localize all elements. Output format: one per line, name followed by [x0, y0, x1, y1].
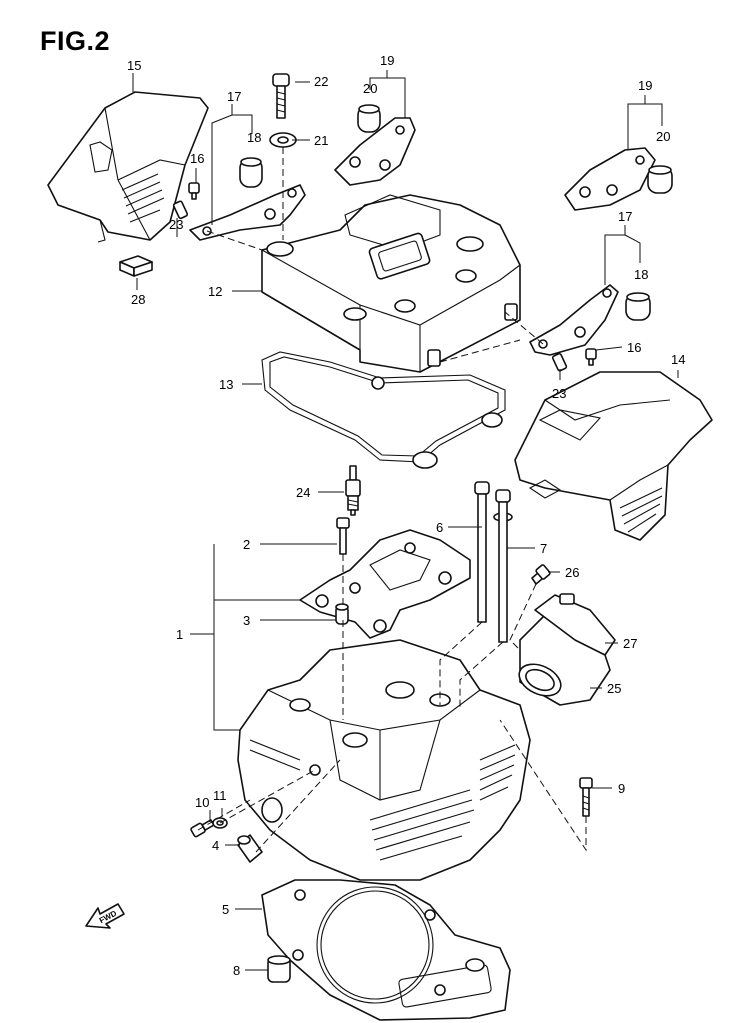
grommet-20-right — [647, 165, 673, 194]
bracket-19-right — [564, 147, 656, 211]
bolt-22 — [272, 73, 290, 119]
callout-19-top: 19 — [380, 53, 394, 68]
callout-21: 21 — [314, 133, 328, 148]
callout-16-left: 16 — [190, 151, 204, 166]
callout-23-left: 23 — [169, 217, 183, 232]
callout-23-right: 23 — [552, 386, 566, 401]
bolt-9 — [579, 777, 593, 817]
bracket-17-left — [189, 184, 306, 241]
callout-18-left: 18 — [247, 130, 261, 145]
assembly-dashed-lines — [197, 147, 587, 853]
callout-5: 5 — [222, 902, 229, 917]
callout-8: 8 — [233, 963, 240, 978]
side-cover-right — [514, 371, 713, 541]
callout-27: 27 — [623, 636, 637, 651]
callout-15: 15 — [127, 58, 141, 73]
callout-17-right: 17 — [618, 209, 632, 224]
callout-13: 13 — [219, 377, 233, 392]
callout-9: 9 — [618, 781, 625, 796]
callout-20-right: 20 — [656, 129, 670, 144]
callout-17-left: 17 — [227, 89, 241, 104]
grommet-20-top — [357, 104, 381, 133]
spark-plug-24 — [345, 465, 361, 516]
cylinder-head-cover — [261, 194, 521, 373]
bolt-16-left — [188, 182, 200, 200]
bracket-17-right — [529, 284, 619, 356]
callout-1: 1 — [176, 627, 183, 642]
callout-2: 2 — [243, 537, 250, 552]
small-block-part — [119, 255, 153, 277]
forward-direction-arrow-icon: FWD — [85, 903, 125, 929]
long-bolt-7 — [493, 489, 513, 643]
bracket-19-top — [334, 117, 416, 186]
camshaft-holder — [299, 529, 471, 639]
bolt-2 — [336, 517, 350, 555]
leader-lines — [132, 70, 679, 971]
callout-11: 11 — [213, 788, 227, 803]
clamp-27 — [534, 593, 616, 656]
callout-28: 28 — [131, 292, 145, 307]
dowel-4 — [237, 834, 263, 863]
screw-23-left — [172, 200, 189, 220]
cylinder-head — [237, 639, 531, 881]
side-cover-left — [47, 91, 209, 243]
head-gasket-5 — [261, 879, 511, 1021]
callout-4: 4 — [212, 838, 219, 853]
callout-20-top: 20 — [363, 81, 377, 96]
dowel-8 — [267, 955, 291, 983]
grommet-18-right — [625, 292, 651, 321]
screw-23-right — [551, 352, 568, 372]
callout-12: 12 — [208, 284, 222, 299]
dowel-pin-3 — [335, 603, 349, 625]
callout-16-right: 16 — [627, 340, 641, 355]
callout-19-right: 19 — [638, 78, 652, 93]
screw-26 — [531, 564, 551, 585]
callout-18-right: 18 — [634, 267, 648, 282]
callout-24: 24 — [296, 485, 310, 500]
callout-3: 3 — [243, 613, 250, 628]
callout-numbers: 15 17 18 16 23 28 22 21 19 20 12 13 19 2… — [127, 53, 685, 978]
callout-22: 22 — [314, 74, 328, 89]
callout-14: 14 — [671, 352, 685, 367]
figure-title: FIG.2 — [40, 26, 111, 56]
long-bolt-6 — [474, 481, 490, 623]
callout-25: 25 — [607, 681, 621, 696]
callout-6: 6 — [436, 520, 443, 535]
cover-gasket — [261, 351, 506, 469]
callout-10: 10 — [195, 795, 209, 810]
callout-26: 26 — [565, 565, 579, 580]
grommet-18-left — [239, 157, 263, 188]
bolt-16-right — [585, 348, 597, 366]
callout-7: 7 — [540, 541, 547, 556]
